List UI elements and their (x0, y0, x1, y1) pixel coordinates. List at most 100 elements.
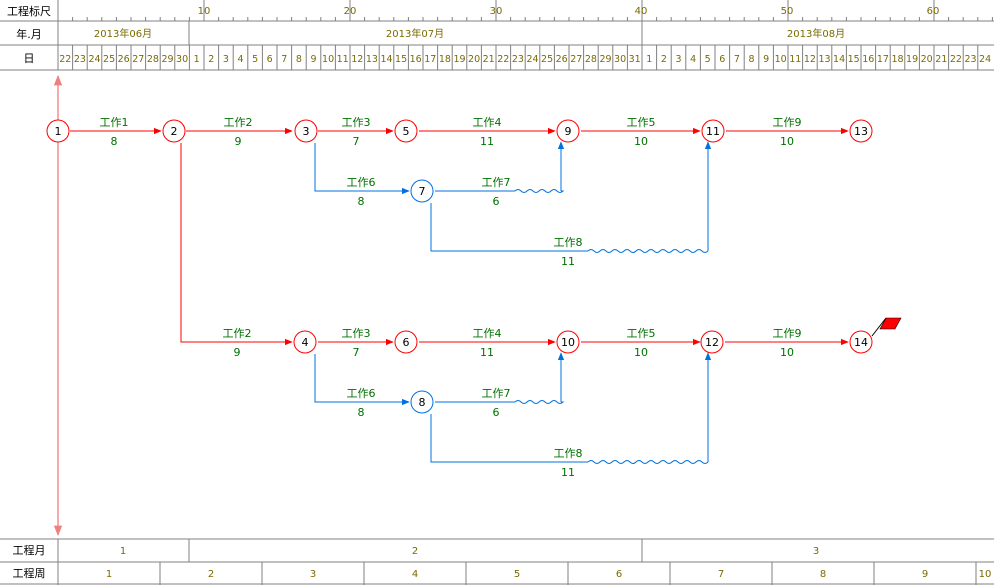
node-4[interactable]: 4 (293, 330, 317, 354)
task-duration: 11 (561, 466, 575, 479)
node-label: 4 (302, 336, 309, 349)
day-cell: 5 (705, 54, 711, 65)
month-header: 2013年06月 (94, 27, 152, 40)
day-cell: 1 (194, 54, 200, 65)
nodes: 1 2 3 5 9 11 13 7 4 6 10 12 14 8 (46, 119, 873, 414)
day-cell: 17 (877, 54, 889, 65)
scale-tick-label: 20 (344, 6, 357, 17)
project-week-cell: 1 (106, 569, 112, 580)
task-duration: 7 (353, 346, 360, 359)
month-header: 2013年08月 (787, 27, 845, 40)
node-label: 11 (706, 125, 720, 138)
day-cell: 30 (176, 54, 188, 65)
project-month-cell: 2 (412, 546, 418, 557)
task-name: 工作7 (482, 176, 511, 189)
edge-3-7 (314, 143, 410, 195)
node-6[interactable]: 6 (394, 330, 418, 354)
day-cell: 24 (979, 54, 991, 65)
scale-tick-label: 40 (635, 6, 648, 17)
node-2[interactable]: 2 (162, 119, 186, 143)
task-duration: 8 (111, 135, 118, 148)
project-week-cell: 10 (979, 569, 992, 580)
day-cell: 8 (296, 54, 302, 65)
node-12[interactable]: 12 (700, 330, 724, 354)
day-row-label: 日 (24, 52, 35, 65)
day-cell: 16 (410, 54, 422, 65)
task-name: 工作9 (773, 327, 802, 340)
task-name: 工作4 (473, 327, 502, 340)
wavy-float (514, 189, 565, 193)
day-cell: 5 (252, 54, 258, 65)
node-5[interactable]: 5 (394, 119, 418, 143)
task-duration: 8 (358, 195, 365, 208)
day-cell: 6 (267, 54, 273, 65)
node-8[interactable]: 8 (410, 390, 434, 414)
node-label: 6 (403, 336, 410, 349)
day-cell: 10 (775, 54, 787, 65)
edge-2-4 (180, 143, 293, 346)
node-label: 14 (854, 336, 868, 349)
node-1[interactable]: 1 (46, 119, 70, 143)
day-cell: 15 (848, 54, 860, 65)
wavy-float (514, 400, 565, 404)
node-10[interactable]: 10 (556, 330, 580, 354)
node-13[interactable]: 13 (849, 119, 873, 143)
day-cell: 16 (862, 54, 874, 65)
scale-row-label: 工程标尺 (7, 4, 51, 18)
node-3[interactable]: 3 (294, 119, 318, 143)
day-cell: 4 (237, 54, 243, 65)
project-month-cell: 1 (120, 546, 126, 557)
node-11[interactable]: 11 (701, 119, 725, 143)
node-7[interactable]: 7 (410, 179, 434, 203)
scale-tick-label: 30 (490, 6, 503, 17)
task-name: 工作9 (773, 116, 802, 129)
task-name: 工作6 (347, 176, 376, 189)
task-name: 工作4 (473, 116, 502, 129)
day-cell: 24 (526, 54, 538, 65)
day-cell: 31 (629, 54, 641, 65)
day-cell: 12 (351, 54, 363, 65)
finish-flag-icon (871, 317, 902, 337)
day-cell: 28 (585, 54, 597, 65)
node-label: 10 (561, 336, 575, 349)
node-label: 13 (854, 125, 868, 138)
day-cell: 21 (483, 54, 495, 65)
day-cell: 24 (88, 54, 100, 65)
task-name: 工作6 (347, 387, 376, 400)
day-cell: 25 (541, 54, 553, 65)
task-duration: 10 (634, 346, 648, 359)
task-duration: 10 (634, 135, 648, 148)
scale-tick-label: 10 (198, 6, 211, 17)
day-cell: 13 (818, 54, 830, 65)
header: 工程标尺 年.月 日 10 20 30 40 50 60 2013年06月 20… (0, 0, 994, 71)
day-cell: 29 (161, 54, 173, 65)
node-9[interactable]: 9 (556, 119, 580, 143)
month-row-label: 年.月 (16, 27, 42, 41)
day-cell: 20 (921, 54, 933, 65)
day-cell: 9 (310, 54, 316, 65)
day-cell: 27 (132, 54, 144, 65)
task-duration: 6 (493, 406, 500, 419)
task-name: 工作2 (223, 327, 252, 340)
day-cell: 23 (964, 54, 976, 65)
day-cell: 3 (675, 54, 681, 65)
node-14[interactable]: 14 (849, 330, 873, 354)
node-label: 8 (419, 396, 426, 409)
day-cell: 23 (74, 54, 86, 65)
task-duration: 8 (358, 406, 365, 419)
day-cell: 23 (512, 54, 524, 65)
day-cell: 2 (661, 54, 667, 65)
day-cell: 2 (208, 54, 214, 65)
day-cell: 30 (614, 54, 626, 65)
node-label: 9 (565, 125, 572, 138)
edge-7-11 (430, 203, 588, 252)
project-week-cell: 5 (514, 569, 520, 580)
day-cell: 9 (763, 54, 769, 65)
day-cell: 14 (380, 54, 392, 65)
project-week-cell: 3 (310, 569, 316, 580)
day-cell: 10 (322, 54, 334, 65)
day-cell: 13 (366, 54, 378, 65)
node-label: 5 (403, 125, 410, 138)
task-duration: 11 (561, 255, 575, 268)
